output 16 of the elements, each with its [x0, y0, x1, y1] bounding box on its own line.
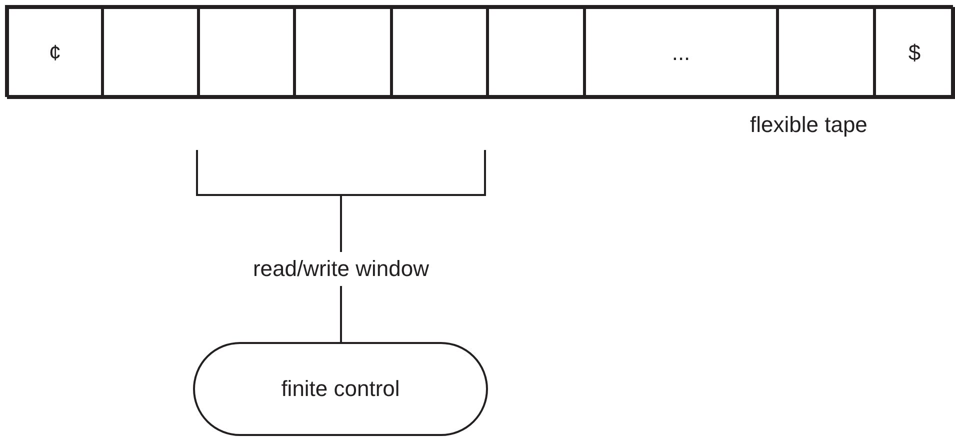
cell-symbol: ¢: [48, 40, 62, 66]
control-capsule: [193, 342, 488, 436]
tape-cell: [294, 7, 392, 99]
tape-cell: [102, 7, 199, 99]
tape-cell: [198, 7, 295, 99]
cell-symbol: $: [908, 40, 921, 66]
cell-symbol: ...: [672, 40, 690, 66]
tape-cell: [391, 7, 488, 99]
tape-cell: [874, 7, 955, 99]
control-label: finite control: [281, 376, 400, 402]
tape-cell: [584, 7, 778, 99]
tape-cell: [777, 7, 875, 99]
tape-strip: [5, 5, 953, 97]
tape-cell: [487, 7, 585, 99]
tape-caption: flexible tape: [750, 112, 868, 138]
tape-cell: [7, 7, 103, 99]
